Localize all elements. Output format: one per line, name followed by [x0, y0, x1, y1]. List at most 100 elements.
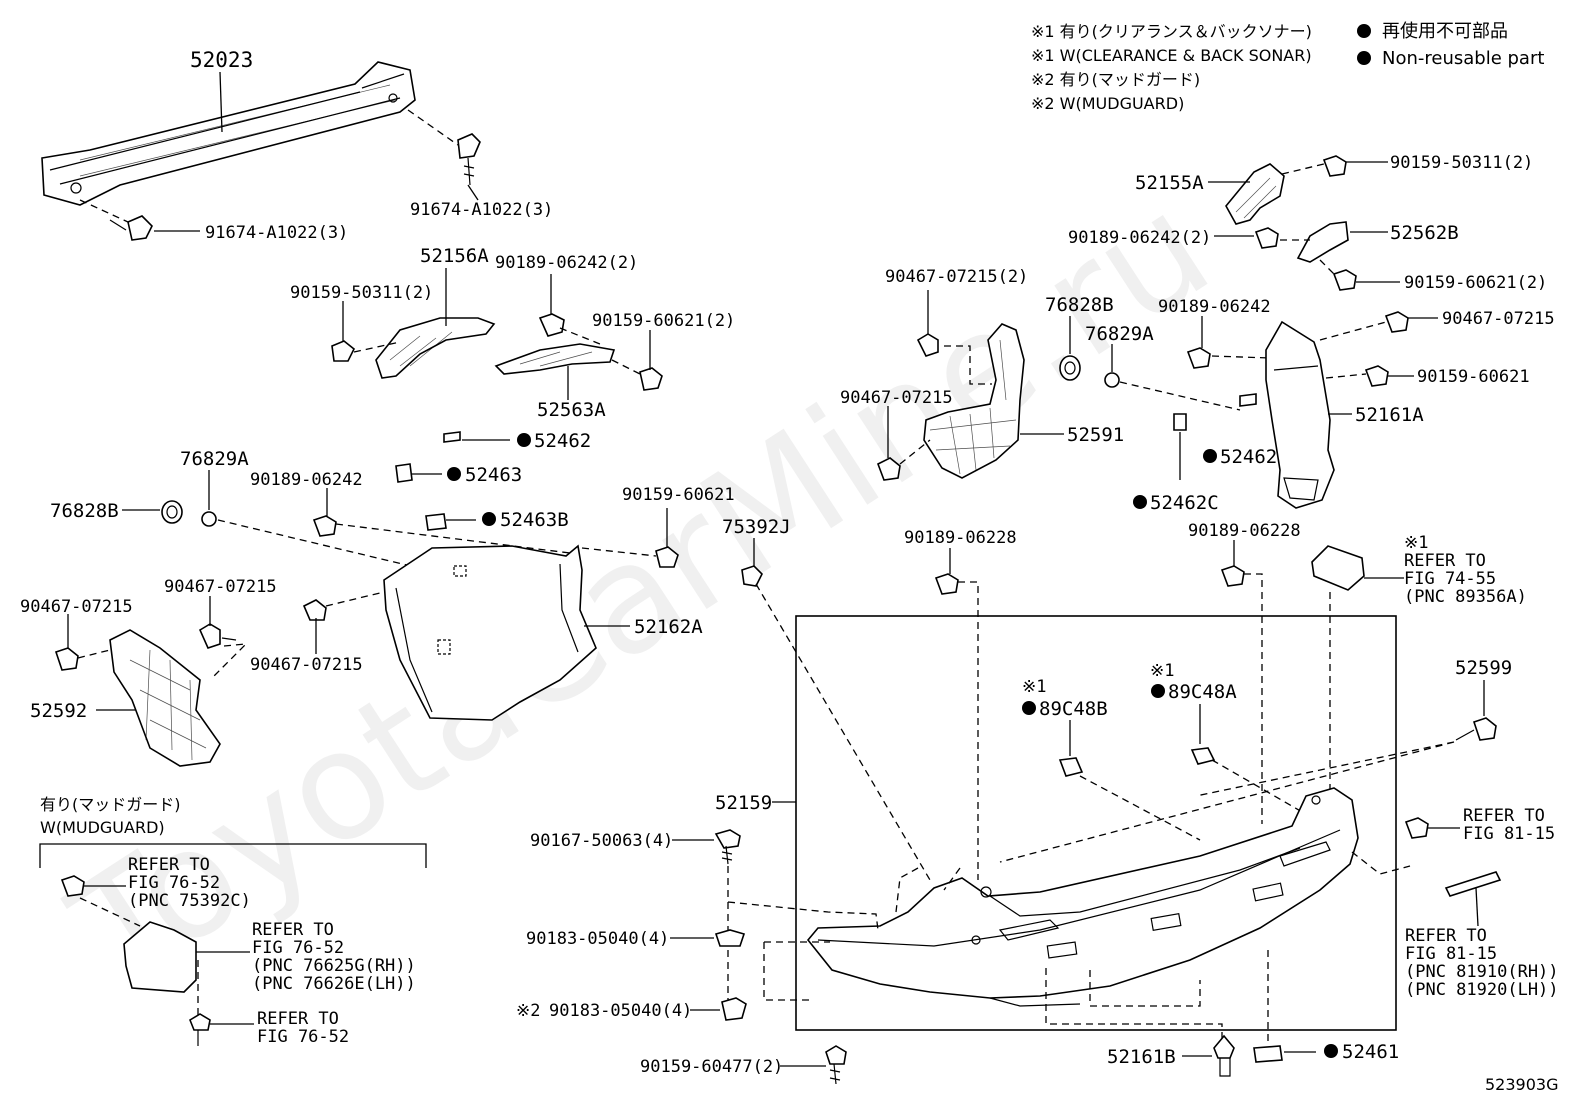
clip-90467-l3[interactable] [302, 599, 327, 621]
bolt-90159-60621-mid[interactable] [655, 546, 679, 568]
legend-line-2: ※1 W(CLEARANCE & BACK SONAR) [1031, 46, 1312, 65]
sonar-cover[interactable] [1311, 545, 1365, 591]
bolt-91674-left[interactable] [109, 215, 153, 241]
label-52562B: 52562B [1390, 222, 1459, 244]
seal-52461[interactable] [1253, 1045, 1283, 1063]
label-90467-07215-l1: 90467-07215 [20, 597, 133, 617]
bolt-90159-50311-left[interactable] [331, 340, 356, 362]
clip-52599[interactable] [1455, 717, 1497, 741]
clip-90189-a[interactable] [538, 313, 565, 337]
bracket-52156A[interactable] [375, 317, 496, 379]
bumper-assembly-frame [795, 615, 1397, 1031]
non-reusable-dot-icon [482, 512, 496, 526]
label-90189-06242-r: 90189-06242 [1158, 297, 1271, 317]
label-90159-60477: 90159-60477(2) [640, 1057, 783, 1077]
clip-76829A-left[interactable] [201, 511, 217, 527]
label-90159-60621-r2: 90159-60621 [1417, 367, 1530, 387]
clip-90189-b[interactable] [312, 515, 337, 537]
bolt-90159-60621-r2[interactable] [1364, 365, 1389, 387]
label-90167-50063: 90167-50063(4) [530, 831, 673, 851]
mudguard-ref1-line-2: FIG 76-52 [128, 873, 220, 893]
non-reusable-dot-icon [1203, 449, 1217, 463]
non-reusable-dot-icon [1357, 24, 1371, 38]
label-52156A: 52156A [420, 245, 489, 267]
label-90159-60621-right: 90159-60621(2) [1404, 273, 1547, 293]
reinforcement-beam-52023[interactable] [41, 61, 416, 206]
mudguard-ref2-line-2: FIG 76-52 [252, 938, 344, 958]
bracket-52592[interactable] [109, 629, 221, 767]
clip-52463[interactable] [395, 463, 413, 483]
label-89C48B: 89C48B [1039, 698, 1108, 720]
ref-fig81b-line-4: (PNC 81920(LH)) [1405, 980, 1559, 1000]
bracket-52563A[interactable] [494, 343, 616, 375]
clip-90467-l1[interactable] [54, 647, 79, 671]
clip-90467-r1[interactable] [876, 457, 901, 481]
label-90189-06228-right: 90189-06228 [1188, 521, 1301, 541]
label-90189-06228-left: 90189-06228 [904, 528, 1017, 548]
mudguard-ref3-line-1: REFER TO [257, 1009, 339, 1029]
clip-90467-l2[interactable] [198, 623, 237, 649]
ref-sonar-line-2: FIG 74-55 [1404, 569, 1496, 589]
label-76829A-left: 76829A [180, 448, 249, 470]
label-52563A: 52563A [537, 399, 606, 421]
clip-76829A-right[interactable] [1104, 372, 1120, 388]
clip-90189-06228-right[interactable] [1220, 565, 1245, 587]
label-90189-06242-c: 90189-06242(2) [1068, 228, 1211, 248]
non-reusable-jp: 再使用不可部品 [1382, 21, 1508, 42]
clip-52463B[interactable] [425, 513, 447, 531]
mudguard-title-en: W(MUDGUARD) [40, 818, 165, 837]
screw-90159-60477[interactable] [825, 1045, 847, 1085]
bolt-90467-r2[interactable] [1384, 311, 1409, 333]
clip-90189-06228-left[interactable] [934, 573, 959, 595]
clip-52462-right[interactable] [1173, 413, 1187, 431]
clip-52462-right-a[interactable] [1239, 393, 1257, 407]
mudguard[interactable] [123, 921, 197, 993]
ref-fig81b-line-1: REFER TO [1405, 926, 1487, 946]
label-52461: 52461 [1342, 1041, 1399, 1063]
bolt-fig-81-15[interactable] [1404, 817, 1429, 839]
screw-90167-50063[interactable] [714, 829, 741, 865]
label-52161A: 52161A [1355, 404, 1424, 426]
non-reusable-dot-icon [1133, 495, 1147, 509]
bolt-90159-60621-left[interactable] [639, 367, 663, 391]
clip-75392J[interactable] [741, 565, 763, 587]
label-90159-50311-left: 90159-50311(2) [290, 283, 433, 303]
grommet-76828B-right[interactable] [1059, 355, 1081, 381]
sensor-retainer-89C48B[interactable] [1058, 757, 1084, 777]
nut-90183-05040-mudguard[interactable] [721, 997, 747, 1021]
bracket-52155A[interactable] [1225, 163, 1285, 225]
label-52159: 52159 [715, 792, 772, 814]
mudguard-ref2-line-4: (PNC 76626E(LH)) [252, 974, 416, 994]
clip-90467-07215-2[interactable] [916, 333, 939, 357]
non-reusable-dot-icon [1357, 51, 1371, 65]
bolt-91674-top[interactable] [457, 133, 481, 186]
sensor-retainer-89C48A[interactable] [1190, 747, 1216, 765]
screw-mudguard-bottom[interactable] [189, 1013, 211, 1046]
side-piece-52162A[interactable] [383, 544, 597, 721]
label-90159-50311-right: 90159-50311(2) [1390, 153, 1533, 173]
label-90467-07215-l2: 90467-07215 [164, 577, 277, 597]
non-reusable-en: Non-reusable part [1382, 48, 1544, 69]
clip-mudguard-top[interactable] [60, 875, 85, 897]
ref-fig81b-line-3: (PNC 81910(RH)) [1405, 962, 1559, 982]
label-52592: 52592 [30, 700, 87, 722]
clip-52161B[interactable] [1213, 1034, 1235, 1077]
grommet-76828B-left[interactable] [161, 500, 183, 524]
ref-fig81b-line-2: FIG 81-15 [1405, 944, 1497, 964]
bracket-52591[interactable] [923, 323, 1025, 479]
clip-52462-left[interactable] [443, 431, 461, 443]
reflector-fig-81-15[interactable] [1444, 871, 1502, 897]
nut-90183-05040[interactable] [714, 929, 746, 947]
label-52023: 52023 [190, 48, 253, 72]
bracket-52562B[interactable] [1296, 221, 1349, 263]
clip-90189-c[interactable] [1254, 227, 1279, 249]
mudguard-ref2-line-3: (PNC 76625G(RH)) [252, 956, 416, 976]
non-reusable-dot-icon [1151, 684, 1165, 698]
clip-90189-r[interactable] [1186, 347, 1211, 369]
bolt-90159-60621-right[interactable] [1332, 269, 1357, 291]
bumper-cover-52159[interactable] [806, 787, 1359, 1007]
bracket-52161A[interactable] [1265, 320, 1335, 509]
note-2-marker: ※2 [516, 1001, 540, 1021]
bolt-90159-50311-right[interactable] [1322, 155, 1347, 177]
